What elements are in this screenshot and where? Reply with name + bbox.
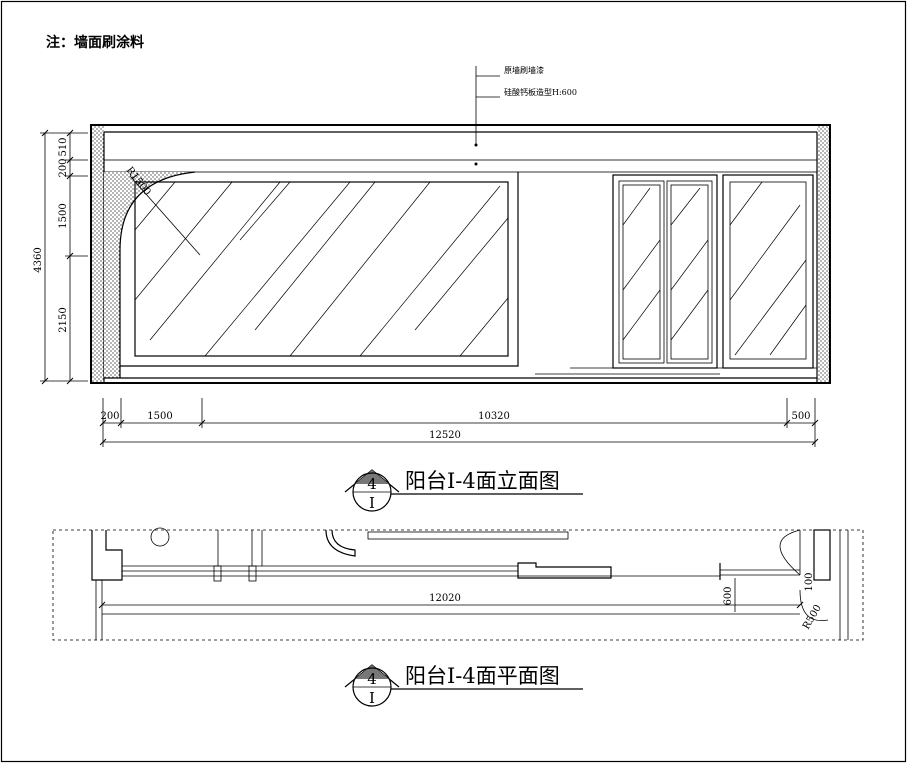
- dim-total-width: 12520: [429, 430, 461, 441]
- plan-view: 12020 600 100 R500: [52, 527, 864, 641]
- plan-boundary: [52, 529, 864, 641]
- right-wall-hatch: [817, 126, 829, 382]
- door-glass-hatch: [622, 187, 709, 341]
- dim-d1: 200: [100, 411, 119, 422]
- elevation-title-block: 4 I 阳台I-4面立面图: [344, 469, 583, 512]
- left-wall-hatch: [92, 126, 104, 382]
- dim-window: 1500: [58, 203, 69, 228]
- dim-total-height: 4360: [33, 247, 44, 272]
- elevation-view: R1500: [90, 124, 831, 384]
- dim-d3: 10320: [478, 411, 510, 422]
- leader-wall-paint: 原墙刷墙漆: [504, 65, 544, 75]
- horizontal-dimensions: 200 1500 10320 500 12520: [99, 398, 819, 447]
- plan-dim-small: 100: [804, 572, 815, 591]
- dim-top: 510: [58, 137, 69, 156]
- dim-lower: 2150: [58, 307, 69, 332]
- curved-corner-hatch: [104, 172, 195, 378]
- plan-tag-number: 4: [367, 670, 377, 688]
- dim-d2: 1500: [147, 411, 172, 422]
- elevation-outline: [90, 124, 831, 384]
- plan-dim-depth: 600: [723, 586, 734, 605]
- elevation-title: 阳台I-4面立面图: [405, 469, 560, 493]
- dim-band: 200: [58, 158, 69, 177]
- right-window-glass-hatch: [729, 181, 807, 356]
- tag-sub: I: [369, 494, 375, 512]
- wall-paint-note: 注：墙面刷涂料: [46, 34, 144, 51]
- plan-radius-label: R500: [801, 603, 824, 632]
- balcony-door: [612, 174, 718, 369]
- right-window: [722, 174, 814, 369]
- leader-annotations: 原墙刷墙漆 硅酸钙板造型H:600: [474, 65, 577, 166]
- plan-title-block: 4 I 阳台I-4面平面图: [344, 664, 583, 707]
- plan-title: 阳台I-4面平面图: [405, 664, 560, 688]
- vertical-dimensions: 4360 510 200 1500 2150: [33, 129, 88, 385]
- tag-number: 4: [367, 475, 377, 493]
- plan-dim-length: 12020: [429, 593, 461, 604]
- large-window: [134, 181, 509, 357]
- dim-d4: 500: [791, 411, 810, 422]
- plan-tag-sub: I: [369, 689, 375, 707]
- leader-board-molding: 硅酸钙板造型H:600: [504, 87, 577, 97]
- molding-band: [103, 159, 818, 173]
- large-window-glass-hatch: [134, 181, 509, 357]
